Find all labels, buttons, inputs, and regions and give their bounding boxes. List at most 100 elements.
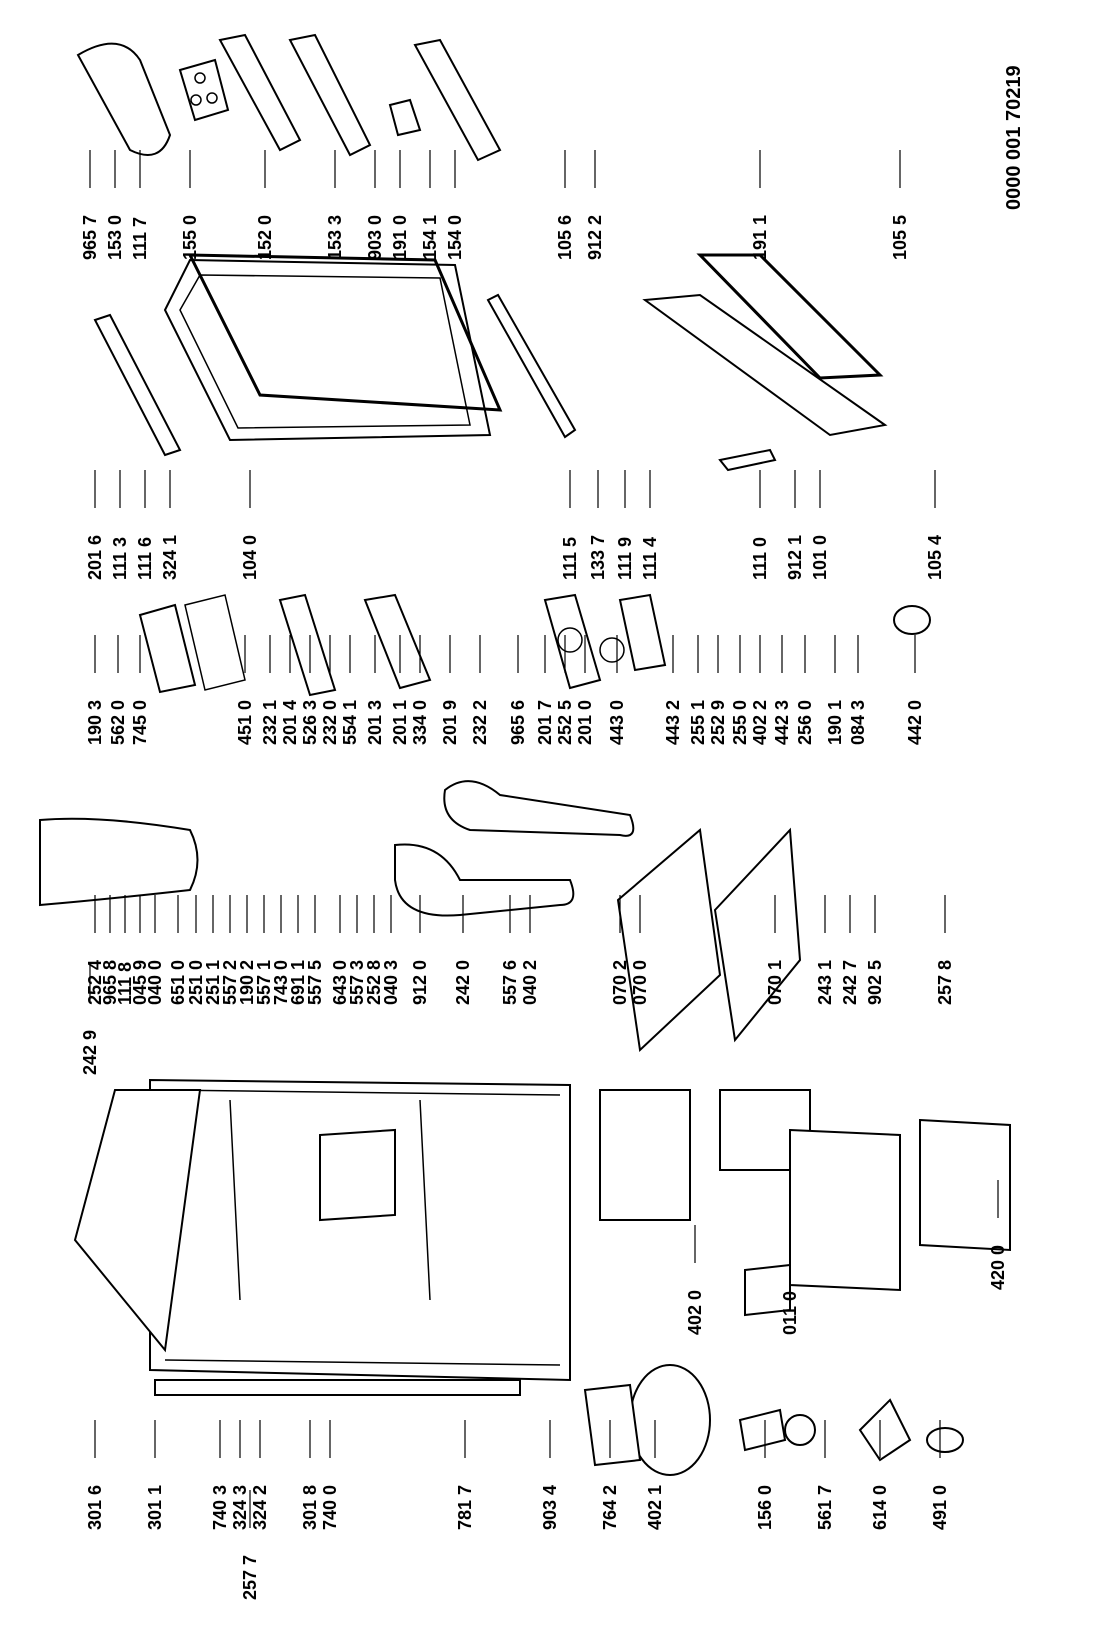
fan-443-0 [599,637,625,663]
callout-label: 651 0 [168,960,188,1005]
callout-label: 526 3 [300,700,320,745]
callout-label: 324 3 [230,1485,250,1530]
callout-label: 255 0 [730,700,750,745]
callout-label: 745 0 [130,700,150,745]
door-gasket-191-0 [187,253,503,412]
callout-label: 965 7 [80,215,100,260]
door-shelf-152-0 [218,33,302,152]
condenser-740-0 [154,1379,521,1396]
callout-label: 451 0 [235,700,255,745]
callout-label: 324 1 [160,535,180,580]
callout-label: 045 9 [130,960,150,1005]
callout-label: 232 0 [320,700,340,745]
freezer-door-101-0 [642,293,888,437]
callout-label: 040 0 [145,960,165,1005]
callout-label: 201 1 [390,700,410,745]
callout-label: 242 7 [840,960,860,1005]
callout-label: 557 5 [305,960,325,1005]
callout-label: 242 0 [453,960,473,1005]
electrical-box-402-1 [583,1383,642,1467]
crisper-drawer-242-0 [319,1128,396,1222]
cabinet-body [149,1078,571,1382]
callout-label: 201 6 [85,535,105,580]
callout-label: 070 2 [610,960,630,1005]
callout-label: 251 1 [203,960,223,1005]
control-panel-252-5 [443,780,635,837]
handle-111-0 [718,448,777,472]
glass-shelf-255-1 [616,828,722,1053]
door-shelf-154-0 [413,38,502,162]
callout-label: 152 0 [255,215,275,260]
callout-label: 154 0 [445,215,465,260]
callout-label: 491 0 [930,1485,950,1530]
callout-label: 740 3 [210,1485,230,1530]
callout-label: 743 0 [271,960,291,1005]
callout-label: 156 0 [755,1485,775,1530]
callout-label: 155 0 [180,215,200,260]
callout-label: 104 0 [240,535,260,580]
callout-label: 740 0 [320,1485,340,1530]
callout-label: 965 6 [508,700,528,745]
callout-label: 257 7 [240,1555,260,1600]
callout-label: 191 1 [750,215,770,260]
fridge-door-104-0 [163,258,492,442]
callout-label: 040 2 [520,960,540,1005]
callout-label: 190 1 [825,700,845,745]
callout-label: 442 3 [772,700,792,745]
callout-label: 643 0 [330,960,350,1005]
callout-label: 252 9 [708,700,728,745]
callout-label: 242 9 [80,1030,100,1075]
callout-label: 912 1 [785,535,805,580]
callout-label: 557 2 [220,960,240,1005]
callout-label: 111 4 [640,537,660,580]
callout-label: 301 8 [300,1485,320,1530]
callout-label: 256 0 [795,700,815,745]
callout-label: 614 0 [870,1485,890,1530]
callout-label: 402 0 [685,1290,705,1335]
callout-label: 912 2 [585,215,605,260]
callout-label: 133 7 [588,535,608,580]
callout-label: 201 4 [280,700,300,745]
callout-label: 334 0 [410,700,430,745]
lamp-cover-252-4 [39,817,199,907]
callout-label: 301 6 [85,1485,105,1530]
starter-614-0 [784,1414,816,1446]
compressor-402-0 [629,1364,711,1476]
callout-label: 252 8 [364,960,384,1005]
callout-label: 111 3 [110,537,130,580]
door-shelf-153-0 [76,42,172,156]
callout-label: 781 7 [455,1485,475,1530]
callout-label: 557 3 [347,960,367,1005]
relay-561-7 [738,1408,787,1452]
callout-label: 257 8 [935,960,955,1005]
callout-label: 557 1 [254,960,274,1005]
shelf-255-0 [713,827,802,1043]
callout-label: 153 0 [105,215,125,260]
callout-label: 201 3 [365,700,385,745]
callout-label: 232 1 [260,700,280,745]
callout-label: 111 5 [560,537,580,580]
cover-201-1 [363,593,432,690]
door-trim-111-5 [486,293,577,439]
control-panel-557-6 [394,843,575,917]
callout-label: 251 0 [186,960,206,1005]
callout-label: 691 1 [288,960,308,1005]
egg-tray-155-0 [178,58,230,122]
document-number: 0000 001 70219 [1003,65,1025,210]
hinge-trim-111-6 [93,313,182,457]
drawer-242-9 [919,1118,1011,1252]
callout-label: 402 1 [645,1485,665,1530]
callout-label: 252 5 [555,700,575,745]
callout-label: 153 3 [325,215,345,260]
callout-label: 201 9 [440,700,460,745]
callout-label: 232 2 [470,700,490,745]
callout-label: 105 4 [925,535,945,580]
callout-label: 105 5 [890,215,910,260]
callout-label: 101 0 [810,535,830,580]
fan-motor-443-2 [618,593,667,672]
door-shelf-153-3 [288,33,372,157]
callout-label: 111 6 [135,537,155,580]
callout-label: 255 1 [688,700,708,745]
callout-label: 105 6 [555,215,575,260]
